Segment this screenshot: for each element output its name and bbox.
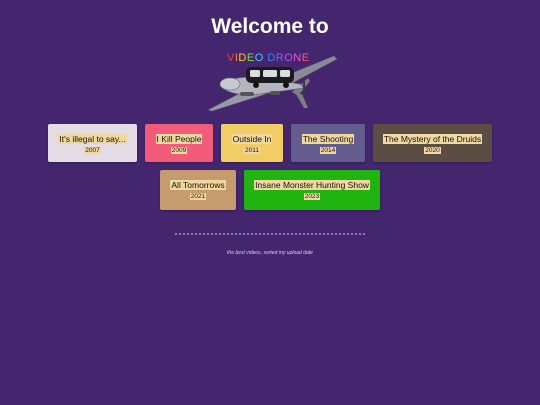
video-year: 2020 [424, 147, 441, 154]
drone-icon [207, 55, 338, 112]
logo-letter: O [284, 52, 294, 64]
video-card[interactable]: The Mystery of the Druids 2020 [373, 124, 492, 162]
logo-letter: E [301, 52, 310, 64]
logo-letter: E [246, 52, 255, 64]
video-year: 2023 [303, 193, 321, 200]
video-title: The Mystery of the Druids [382, 134, 483, 144]
video-card[interactable]: Outside In 2011 [221, 124, 283, 162]
divider [175, 233, 365, 235]
logo-letter: N [293, 52, 302, 64]
logo-letter: R [275, 52, 285, 64]
video-year: 2021 [189, 193, 207, 200]
logo-letter: D [238, 52, 247, 64]
video-title: I Kill People [155, 134, 203, 144]
logo-wordmark: VIDEO DRONE [227, 52, 317, 64]
video-drone-logo: VIDEO DRONE [200, 48, 340, 114]
video-card[interactable]: The Shooting 2014 [291, 124, 365, 162]
page-title: Welcome to [211, 15, 329, 38]
video-title: It's illegal to say... [58, 134, 127, 144]
logo-letter: O [254, 52, 264, 64]
logo-letter: V [227, 52, 235, 64]
video-title: Outside In [231, 134, 273, 144]
video-card[interactable]: All Tomorrows 2021 [160, 170, 236, 210]
video-card[interactable]: I Kill People 2009 [145, 124, 213, 162]
video-card[interactable]: It's illegal to say... 2007 [48, 124, 137, 162]
video-year: 2011 [244, 147, 260, 154]
video-card[interactable]: Insane Monster Hunting Show 2023 [244, 170, 380, 210]
video-title: All Tomorrows [170, 180, 226, 190]
logo-letter: D [267, 52, 276, 64]
tagline: the best videos, sorted my upload date [227, 250, 313, 256]
video-title: Insane Monster Hunting Show [254, 180, 370, 190]
video-year: 2009 [170, 147, 188, 154]
video-year: 2014 [319, 147, 337, 154]
video-year: 2007 [84, 147, 101, 154]
video-title: The Shooting [301, 134, 355, 144]
logo-letter: I [234, 52, 239, 64]
